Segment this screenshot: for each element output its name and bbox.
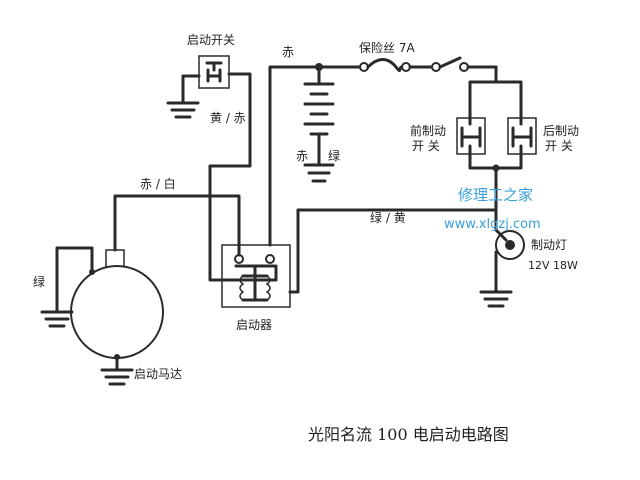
label-start-switch: 启动开关 (187, 33, 235, 47)
label-rear-brake-1: 后制动 (543, 124, 579, 138)
label-fuse: 保险丝 7A (359, 40, 415, 55)
label-battery-red: 赤 (296, 149, 308, 163)
wire-red-white (113, 194, 241, 257)
battery-symbol (303, 65, 335, 183)
watermark-title: 修理工之家 (458, 186, 533, 204)
label-brake-lamp: 制动灯 (531, 238, 567, 252)
label-red-top: 赤 (282, 45, 294, 59)
starter-motor-symbol (70, 249, 164, 360)
wire-yellow-red (208, 72, 278, 282)
rear-brake-switch-symbol (507, 90, 537, 155)
ground-symbol-lamp (479, 290, 513, 308)
fuse-symbol (317, 58, 441, 73)
label-battery-green: 绿 (328, 148, 340, 163)
ground-symbol-start-switch (166, 74, 201, 119)
label-green-yellow: 绿 / 黄 (370, 210, 406, 225)
start-switch-symbol (198, 55, 230, 89)
diagram-caption: 光阳名流 100 电启动电路图 (308, 425, 509, 444)
ground-symbol-motor-bottom (100, 355, 134, 386)
label-red-white: 赤 / 白 (140, 176, 176, 191)
label-yellow-red: 黄 / 赤 (210, 111, 246, 125)
label-green: 绿 (33, 274, 45, 289)
label-starter-motor: 启动马达 (134, 367, 182, 381)
wire-red-main (268, 65, 321, 247)
front-brake-switch-symbol (456, 90, 486, 155)
main-switch-symbol (438, 56, 498, 84)
label-front-brake-1: 前制动 (410, 123, 446, 138)
label-starter-relay: 启动器 (236, 318, 272, 332)
ground-symbol-motor-left (40, 246, 94, 328)
brake-switch-bus (468, 80, 523, 196)
wire-green-yellow (288, 208, 498, 294)
watermark-url: www.xlgzj.com (444, 217, 541, 232)
label-lamp-rating: 12V 18W (528, 259, 578, 272)
label-front-brake-2: 开 关 (412, 139, 440, 153)
brake-lamp-symbol (494, 228, 525, 294)
starter-relay-symbol (221, 244, 291, 308)
label-rear-brake-2: 开 关 (545, 139, 573, 153)
